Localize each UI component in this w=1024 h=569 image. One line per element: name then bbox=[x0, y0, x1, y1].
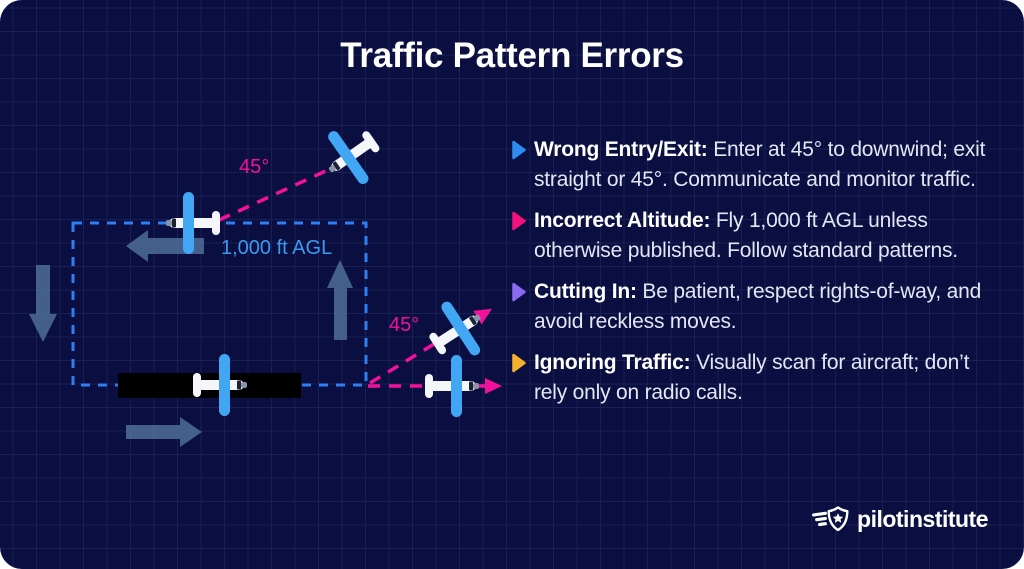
error-item-ignoring-traffic: Ignoring Traffic: Visually scan for airc… bbox=[512, 348, 1004, 408]
crosswind-arrow bbox=[327, 260, 353, 340]
error-text: Cutting In: Be patient, respect rights-o… bbox=[534, 277, 1004, 337]
page-title: Traffic Pattern Errors bbox=[340, 36, 684, 75]
entry-airplane bbox=[312, 114, 392, 196]
exiting-airplane bbox=[425, 355, 479, 417]
error-body: Enter at 45° to downwind; exit straight … bbox=[534, 138, 986, 191]
error-body: Be patient, respect rights-of-way, and a… bbox=[534, 280, 982, 333]
error-list: Wrong Entry/Exit: Enter at 45° to downwi… bbox=[512, 135, 1004, 419]
triangle-bullet-icon bbox=[512, 353, 526, 373]
error-lead: Wrong Entry/Exit: bbox=[534, 138, 708, 161]
error-item-incorrect-altitude: Incorrect Altitude: Fly 1,000 ft AGL unl… bbox=[512, 206, 1004, 266]
error-body: Fly 1,000 ft AGL unless otherwise publis… bbox=[534, 209, 958, 262]
error-body: Visually scan for aircraft; don’t rely o… bbox=[534, 351, 970, 404]
triangle-bullet-icon bbox=[512, 211, 526, 231]
brand-name: pilotinstitute bbox=[857, 506, 988, 532]
error-lead: Incorrect Altitude: bbox=[534, 209, 711, 232]
error-text: Ignoring Traffic: Visually scan for airc… bbox=[534, 348, 1004, 408]
triangle-bullet-icon bbox=[512, 282, 526, 302]
altitude-label: 1,000 ft AGL bbox=[221, 237, 333, 259]
error-item-cutting-in: Cutting In: Be patient, respect rights-o… bbox=[512, 277, 1004, 337]
triangle-bullet-icon bbox=[512, 140, 526, 160]
error-item-wrong-entry: Wrong Entry/Exit: Enter at 45° to downwi… bbox=[512, 135, 1004, 195]
entry-angle-label: 45° bbox=[239, 156, 270, 178]
error-lead: Ignoring Traffic: bbox=[534, 351, 691, 374]
exit-angle-label: 45° bbox=[389, 314, 420, 336]
error-text: Wrong Entry/Exit: Enter at 45° to downwi… bbox=[534, 135, 1004, 195]
brand-logo: pilotinstitute bbox=[811, 505, 988, 534]
entry-path-line bbox=[218, 167, 331, 222]
base-leg-arrow bbox=[29, 265, 57, 342]
error-lead: Cutting In: bbox=[534, 280, 637, 303]
takeoff-direction-arrow bbox=[126, 417, 202, 447]
error-text: Incorrect Altitude: Fly 1,000 ft AGL unl… bbox=[534, 206, 1004, 266]
runway-airplane bbox=[193, 354, 247, 416]
wing-shield-icon bbox=[812, 506, 849, 532]
